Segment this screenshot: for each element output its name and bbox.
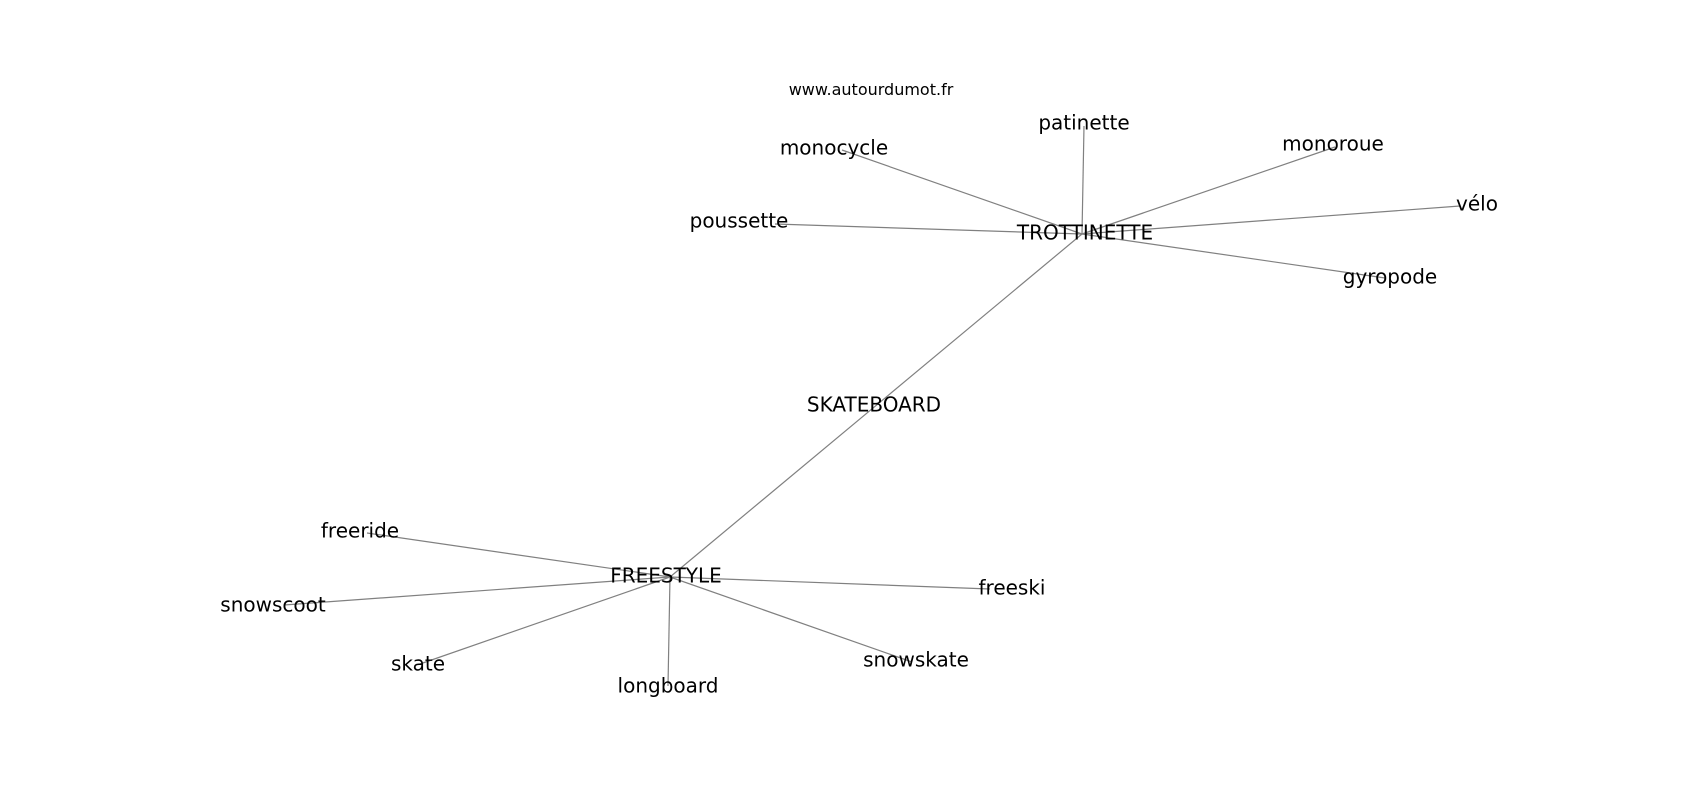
- node-label-monocycle[interactable]: monocycle: [780, 136, 888, 160]
- edge-trottinette-patinette: [1081, 125, 1085, 235]
- edge-trottinette-poussette: [774, 223, 1083, 235]
- edge-freestyle-skate: [419, 576, 671, 665]
- node-label-skate[interactable]: skate: [391, 652, 445, 676]
- edge-trottinette-monocycle: [841, 149, 1083, 235]
- node-label-freeski[interactable]: freeski: [979, 576, 1046, 600]
- edge-trottinette-gyropode: [1081, 233, 1386, 279]
- node-label-freeride[interactable]: freeride: [321, 519, 399, 543]
- edge-freestyle-longboard: [667, 576, 671, 687]
- node-label-monoroue[interactable]: monoroue: [1282, 132, 1384, 156]
- node-label-longboard[interactable]: longboard: [618, 674, 719, 698]
- node-label-patinette[interactable]: patinette: [1038, 111, 1129, 135]
- edge-freestyle-snowscoot: [283, 576, 671, 606]
- edge-freestyle-snowskate: [669, 576, 913, 663]
- node-label-freestyle[interactable]: FREESTYLE: [610, 564, 722, 588]
- edge-freestyle-freeski: [669, 576, 991, 590]
- graph-nodes: SKATEBOARD TROTTINETTE FREESTYLE patinette m…: [220, 111, 1498, 698]
- node-label-skateboard[interactable]: SKATEBOARD: [807, 393, 941, 417]
- node-label-poussette[interactable]: poussette: [690, 209, 789, 233]
- node-label-trottinette[interactable]: TROTTINETTE: [1016, 221, 1153, 245]
- edge-freestyle-freeride: [366, 532, 671, 578]
- source-watermark: www.autourdumot.fr: [788, 80, 954, 99]
- edge-trottinette-freestyle: [669, 233, 1083, 578]
- edge-trottinette-monoroue: [1081, 146, 1336, 235]
- graph-edges: [283, 125, 1461, 687]
- node-label-snowscoot[interactable]: snowscoot: [220, 593, 326, 617]
- node-label-velo[interactable]: vélo: [1456, 192, 1498, 216]
- node-label-snowskate[interactable]: snowskate: [863, 648, 969, 672]
- edge-trottinette-velo: [1081, 205, 1461, 235]
- node-label-gyropode[interactable]: gyropode: [1343, 265, 1437, 289]
